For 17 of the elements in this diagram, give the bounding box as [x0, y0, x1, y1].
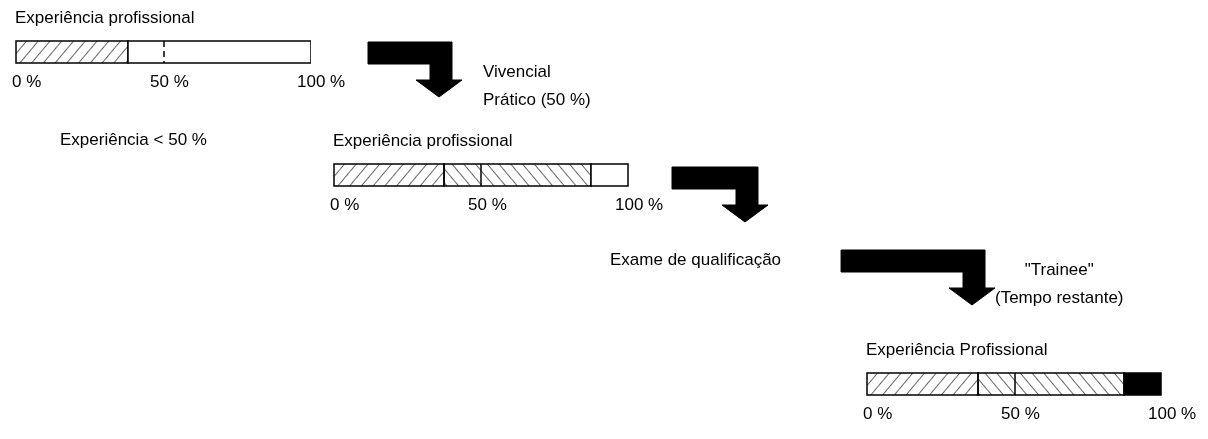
bar-title: Experiência Profissional: [866, 340, 1049, 360]
tick-label: 100 %: [1148, 404, 1197, 424]
step-arrow: [840, 249, 996, 306]
bar-title: Experiência profissional: [15, 8, 196, 28]
tick-label: 0 %: [863, 404, 893, 424]
tick-label: 100 %: [615, 195, 664, 215]
tick-label: 0 %: [330, 195, 360, 215]
tick-label: 50 %: [1001, 404, 1040, 424]
note-text: Experiência < 50 %: [60, 130, 207, 150]
tick-label: 50 %: [150, 72, 189, 92]
step-arrow: [671, 166, 769, 223]
bar-title: Experiência profissional: [333, 131, 514, 151]
step-arrow: [367, 41, 463, 98]
tick-label: 0 %: [12, 72, 42, 92]
tick-label: 50 %: [468, 195, 507, 215]
tick-label: 100 %: [297, 72, 346, 92]
step-label: Exame de qualificação: [610, 250, 782, 270]
